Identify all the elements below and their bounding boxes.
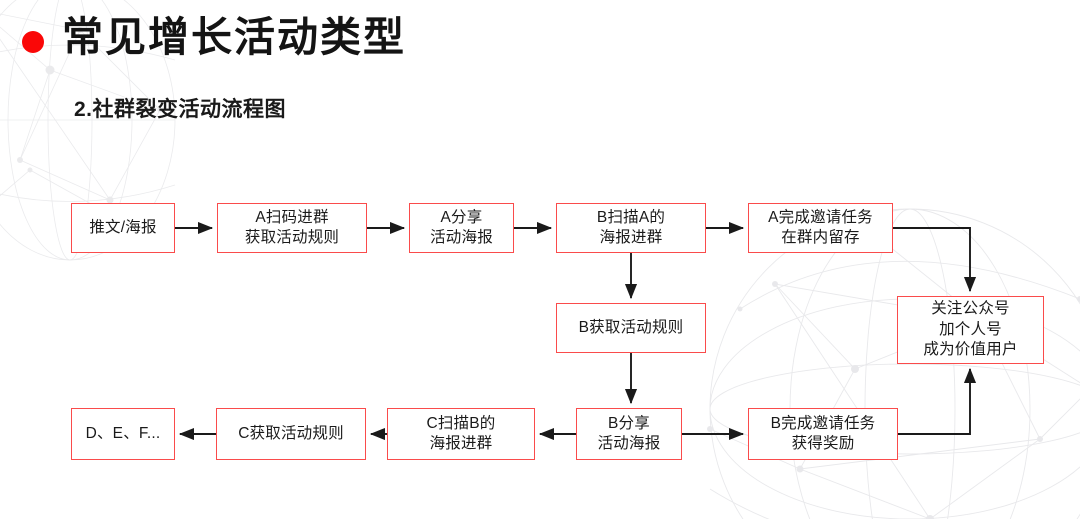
flow-node-a-fenxiang-haibao[interactable]: A分享 活动海报: [409, 203, 514, 253]
flow-node-b-wancheng-yaoqing[interactable]: B完成邀请任务 获得奖励: [748, 408, 898, 460]
flow-node-guanzhu-gongzhonghao[interactable]: 关注公众号 加个人号 成为价值用户: [897, 296, 1044, 364]
flow-node-label: A完成邀请任务 在群内留存: [768, 208, 873, 246]
flow-node-b-fenxiang-haibao[interactable]: B分享 活动海报: [576, 408, 682, 460]
flow-node-label: B获取活动规则: [578, 318, 684, 336]
flow-node-label: B扫描A的 海报进群: [596, 208, 666, 246]
edge-b-wancheng-to-guanzhu: [898, 367, 977, 435]
bullet-dot-icon: [22, 31, 44, 53]
flow-node-label: A分享 活动海报: [430, 208, 493, 246]
flow-node-a-wancheng-yaoqing[interactable]: A完成邀请任务 在群内留存: [748, 203, 893, 253]
edge-a-wancheng-to-guanzhu: [893, 227, 977, 293]
flow-node-label: B分享 活动海报: [597, 414, 661, 452]
flow-node-label: B完成邀请任务 获得奖励: [770, 414, 876, 452]
flow-node-a-saoma-jinqun[interactable]: A扫码进群 获取活动规则: [217, 203, 367, 253]
flow-node-label: C扫描B的 海报进群: [426, 414, 496, 452]
flow-node-def-more[interactable]: D、E、F...: [71, 408, 175, 460]
flow-node-label: D、E、F...: [85, 424, 161, 442]
flow-node-label: 关注公众号 加个人号 成为价值用户: [923, 300, 1018, 359]
flow-node-label: A扫码进群 获取活动规则: [244, 208, 340, 246]
flow-node-c-huoqu-guize[interactable]: C获取活动规则: [216, 408, 366, 460]
flow-node-label: C获取活动规则: [238, 424, 344, 442]
flow-node-c-saomiao-b[interactable]: C扫描B的 海报进群: [387, 408, 535, 460]
flow-node-tuiwen-haibao[interactable]: 推文/海报: [71, 203, 175, 253]
page-subtitle: 2.社群裂变活动流程图: [74, 98, 287, 121]
flow-node-label: 推文/海报: [89, 218, 157, 236]
flow-node-b-saomiao-a[interactable]: B扫描A的 海报进群: [556, 203, 706, 253]
flow-node-b-huoqu-guize[interactable]: B获取活动规则: [556, 303, 706, 353]
page-title: 常见增长活动类型: [62, 14, 406, 60]
